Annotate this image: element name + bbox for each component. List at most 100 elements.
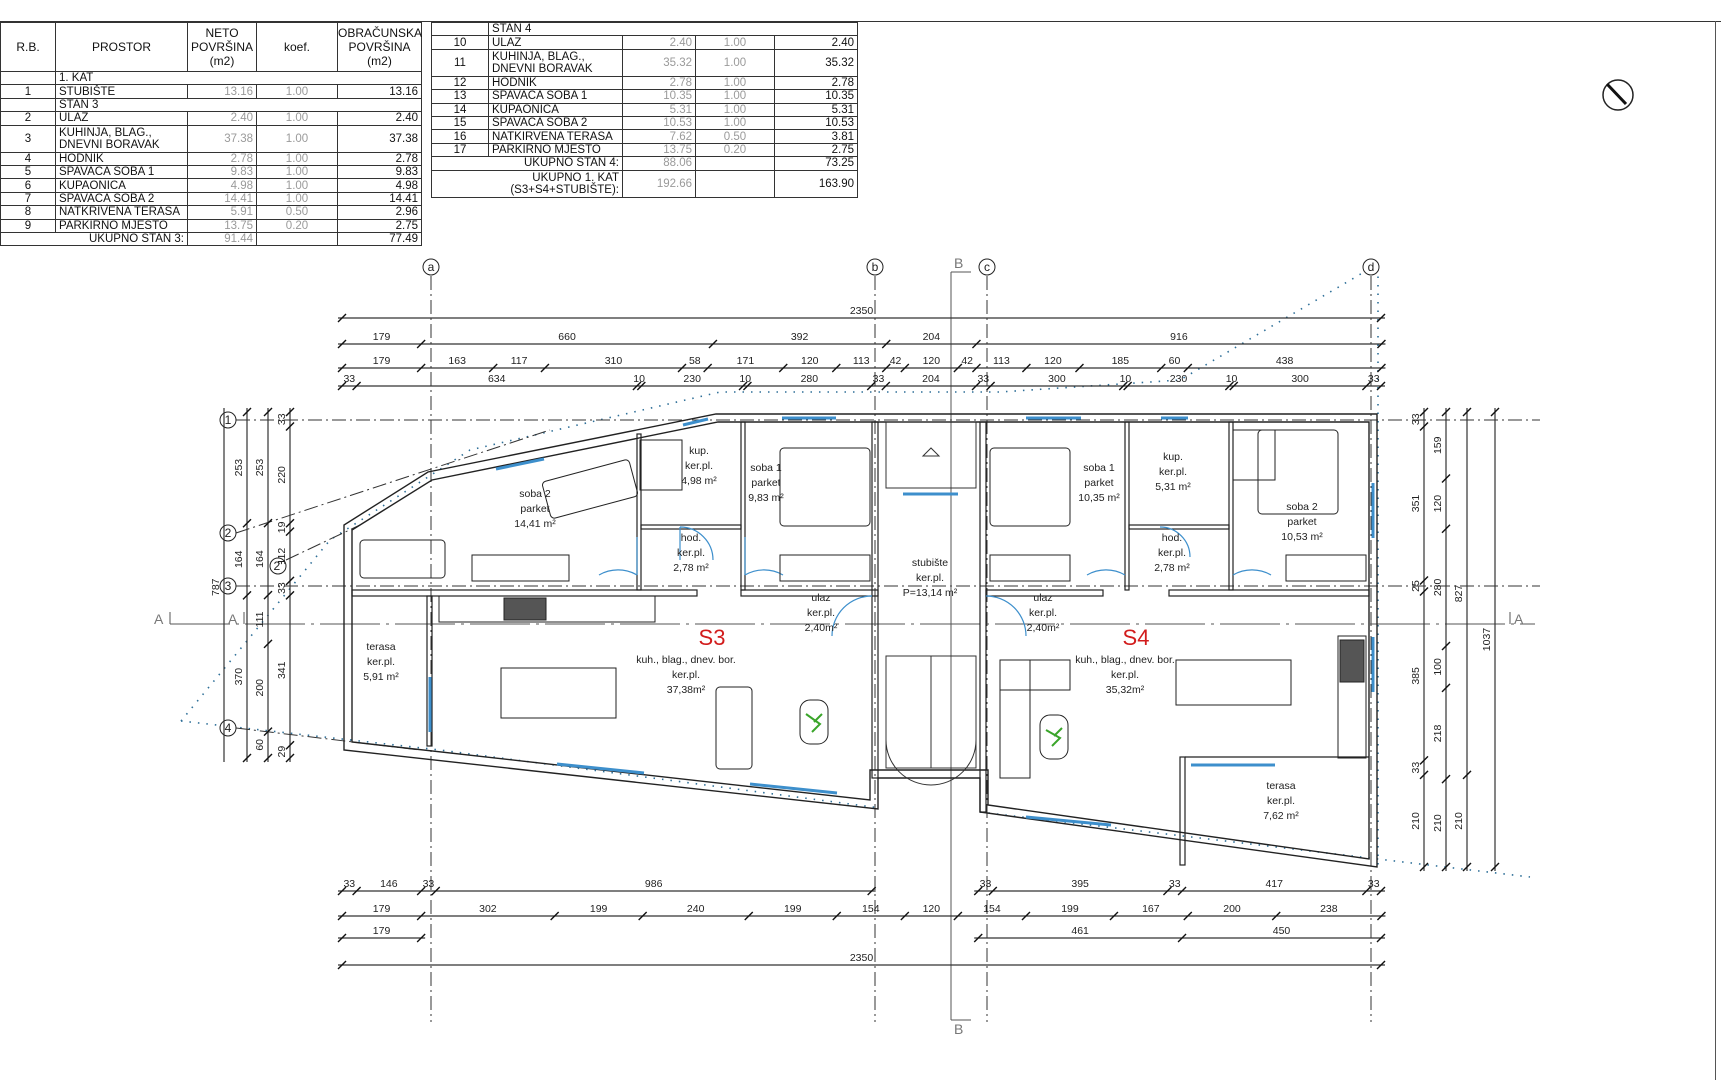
dimension-tick <box>337 911 347 921</box>
dimension-tick <box>953 911 963 921</box>
dimension-tick <box>337 960 347 970</box>
dimension-tick <box>1376 886 1386 896</box>
sofa-s4-corner <box>999 659 1071 691</box>
dimension-tick <box>337 363 347 373</box>
dimension-tick <box>550 911 560 921</box>
dimension-value: 163 <box>448 355 466 367</box>
shower-s3 <box>639 439 683 491</box>
sofa-s4 <box>999 659 1031 779</box>
total-koef <box>695 169 775 198</box>
dimension-value: 120 <box>1432 495 1444 513</box>
cell-neto: 37.38 <box>187 124 257 153</box>
dimension-value: 60 <box>1169 355 1181 367</box>
unit-label-s4: S4 <box>1123 625 1150 650</box>
dimension-tick <box>416 339 426 349</box>
dimension-tick <box>416 933 426 943</box>
dimension-value: 240 <box>687 903 705 915</box>
dimension-tick <box>1419 755 1429 765</box>
dimension-tick <box>1490 862 1500 872</box>
dimension-value: 280 <box>1432 578 1444 596</box>
bed-s3-soba1 <box>779 447 871 527</box>
dimension-value: 33 <box>977 373 989 385</box>
dimension-tick <box>1224 381 1234 391</box>
dimension-tick <box>1376 363 1386 373</box>
dimension-tick <box>1376 960 1386 970</box>
dimension-value: 33 <box>276 413 288 425</box>
total-neto: 88.06 <box>622 156 696 171</box>
dimension-tick <box>1376 339 1386 349</box>
dimension-value: 300 <box>1291 373 1309 385</box>
cell-rb: 1 <box>0 84 56 99</box>
wardrobe-s3-soba1 <box>779 554 871 582</box>
dimension-value: 120 <box>801 355 819 367</box>
axis-bubble-2-prime: 2' <box>269 557 287 575</box>
dimension-tick <box>285 422 295 432</box>
dimension-tick <box>1376 911 1386 921</box>
dimension-tick <box>1419 421 1429 431</box>
dimension-value: 33 <box>343 878 355 890</box>
dimension-value: 341 <box>276 661 288 679</box>
dim-top-chain-1: 2350 <box>337 305 1386 323</box>
dimension-tick <box>677 363 687 373</box>
dimension-tick <box>285 518 295 528</box>
shower-s4 <box>1232 429 1276 481</box>
room-label-s3-kup: kup.ker.pl.4,98 m² <box>681 445 717 487</box>
dimension-value: 199 <box>1061 903 1079 915</box>
dimension-tick <box>1441 774 1451 784</box>
cell-obracunska: 9.83 <box>337 164 422 180</box>
dimension-tick <box>285 590 295 600</box>
dimension-tick <box>971 363 981 373</box>
dimension-value: 42 <box>961 355 973 367</box>
dimension-value: 204 <box>922 373 940 385</box>
dimension-tick <box>263 590 273 600</box>
dimension-value: 164 <box>254 550 266 568</box>
dimension-value: 280 <box>801 373 819 385</box>
dimension-value: 204 <box>923 331 941 343</box>
dim-bottom-chain-3-left: 179 <box>337 925 426 943</box>
axis-bubble-1: 1 <box>219 411 237 429</box>
total-obracunska: 77.49 <box>337 231 422 247</box>
section-label-a-left: A <box>154 611 164 627</box>
dimension-value: 660 <box>558 331 576 343</box>
dimension-tick <box>263 407 273 417</box>
bed-s3-soba2 <box>542 459 638 519</box>
section-row: 1. KAT <box>0 70 422 86</box>
dimension-value: 438 <box>1276 355 1294 367</box>
room-label-s4-kuh: kuh., blag., dnev. bor.ker.pl.35,32m² <box>1075 654 1175 696</box>
sofa-bed-s3 <box>359 539 446 579</box>
dimension-tick <box>1123 381 1133 391</box>
dimension-tick <box>1441 407 1451 417</box>
unit-label-s3: S3 <box>699 625 726 650</box>
dimension-value: 10 <box>1226 373 1238 385</box>
dimension-tick <box>1361 381 1371 391</box>
total-label: UKUPNO STAN 3: <box>0 231 188 247</box>
cell-koef: 1.00 <box>695 48 775 77</box>
svg-text:d: d <box>1368 260 1375 274</box>
dimension-tick <box>242 590 252 600</box>
dimension-value: 179 <box>373 331 391 343</box>
svg-text:1: 1 <box>225 413 232 427</box>
north-arrow-icon <box>1602 79 1634 111</box>
dimension-tick <box>831 363 841 373</box>
header-koef: koef. <box>256 22 338 72</box>
dimension-tick <box>1376 313 1386 323</box>
dimension-tick <box>1109 911 1119 921</box>
drawing-frame-top <box>0 21 1721 22</box>
dimension-value: 60 <box>254 739 266 751</box>
dimension-tick <box>1271 911 1281 921</box>
dimension-value: 253 <box>254 459 266 477</box>
staircase <box>885 421 977 786</box>
cell-koef: 1.00 <box>695 35 775 50</box>
